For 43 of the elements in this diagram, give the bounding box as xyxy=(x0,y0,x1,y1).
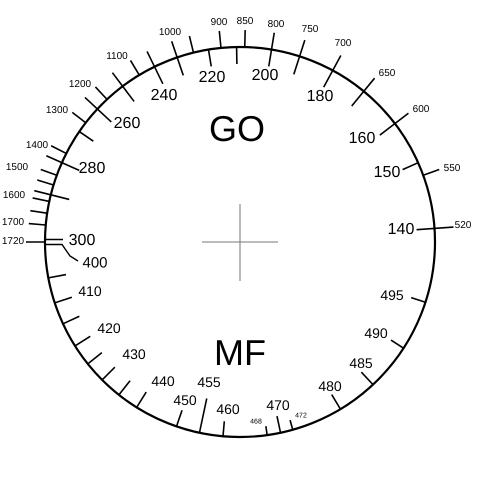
scale-number: 490 xyxy=(364,326,388,340)
scale-number: 260 xyxy=(114,116,140,132)
scale-number: 460 xyxy=(216,402,240,416)
scale-number: 550 xyxy=(444,164,460,174)
scale-number: 220 xyxy=(198,70,226,86)
scale-number: 700 xyxy=(334,39,352,49)
scale-number: 750 xyxy=(302,25,318,35)
scale-number: 650 xyxy=(378,69,396,79)
scale-number: 1600 xyxy=(2,191,26,201)
scale-number: 180 xyxy=(306,89,334,105)
scale-number: 520 xyxy=(454,221,472,231)
band-label: GO xyxy=(209,111,265,147)
scale-number: 1500 xyxy=(6,163,28,173)
scale-number: 430 xyxy=(122,347,146,361)
scale-number: 280 xyxy=(78,161,106,177)
scale-number: 1000 xyxy=(158,28,182,38)
scale-number: 420 xyxy=(97,321,121,335)
scale-number: 850 xyxy=(236,17,254,27)
scale-number: 140 xyxy=(388,222,414,238)
scale-number: 400 xyxy=(82,256,108,270)
scale-number: 1300 xyxy=(46,106,68,116)
scale-number: 200 xyxy=(252,68,278,84)
scale-number: 1720 xyxy=(2,237,24,247)
scale-number: 150 xyxy=(374,165,400,181)
scale-number: 600 xyxy=(412,105,430,115)
scale-number: 1700 xyxy=(2,218,24,228)
scale-number: 495 xyxy=(380,288,404,302)
scale-number: 470 xyxy=(266,398,290,412)
scale-number: 485 xyxy=(349,356,373,370)
scale-number: 440 xyxy=(151,374,175,388)
scale-number: 410 xyxy=(78,284,102,298)
scale-number: 900 xyxy=(210,18,228,28)
scale-number: 1100 xyxy=(106,52,128,62)
scale-number: 240 xyxy=(150,88,178,104)
scale-number: 480 xyxy=(318,379,342,393)
scale-number: 160 xyxy=(348,131,376,147)
band-label: MF xyxy=(214,335,266,371)
scale-number: 1400 xyxy=(26,141,48,151)
scale-number: 800 xyxy=(268,20,284,30)
scale-number: 1200 xyxy=(68,80,92,90)
scale-number: 450 xyxy=(173,393,197,407)
scale-number: 300 xyxy=(68,233,96,249)
scale-number: 455 xyxy=(197,375,221,389)
